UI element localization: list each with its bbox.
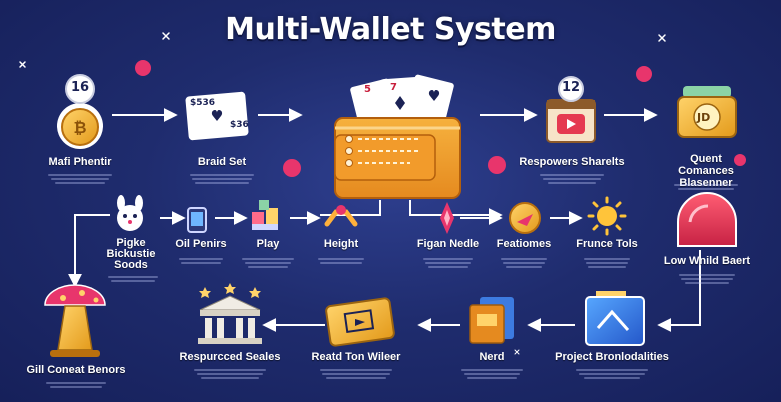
caption-lines	[674, 182, 738, 192]
node-respurcced-seales: Respurcced Seales	[179, 351, 281, 363]
flow-connectors	[68, 108, 701, 332]
blue-card-stack-icon	[469, 297, 514, 344]
coin-icon: ₿	[57, 74, 103, 149]
node-respowers-sharelts: Respowers Sharelts	[519, 156, 625, 168]
card-amount-top: $536	[190, 98, 216, 108]
video-calendar-icon	[546, 76, 596, 143]
project-folder-icon	[585, 291, 645, 346]
jar-label: JD	[697, 111, 711, 124]
caption-lines	[194, 367, 266, 381]
hand-card-rank-2: 7	[390, 82, 397, 93]
caption-lines	[540, 172, 604, 186]
node-mafi-phentir: Mafi Phentir	[48, 156, 112, 168]
caption-lines	[576, 367, 648, 381]
bunny-icon	[117, 195, 143, 231]
node-gill-coneat-benors: Gill Coneat Benors	[26, 364, 126, 376]
playing-card-icon	[185, 91, 249, 141]
game-pieces-icon	[252, 200, 278, 230]
node-figan-nedle: Figan Nedle	[416, 238, 480, 250]
orb-decorations	[135, 60, 746, 177]
caption-lines	[48, 172, 112, 186]
caption-lines	[108, 274, 158, 284]
hand-card-rank-1: 5	[364, 84, 371, 95]
node-pigke-bickustie: Pigke Bickustie Soods	[106, 237, 156, 271]
phone-icon	[187, 207, 207, 233]
node-quent-comances: Quent Comances Blasenner	[678, 153, 734, 189]
caption-lines	[190, 172, 254, 186]
mushroom-lamp-icon	[44, 284, 106, 357]
page-title: Multi-Wallet System	[225, 12, 556, 47]
card-amount-bottom: $36	[230, 120, 249, 130]
node-frunce-tols: Frunce Tols	[576, 238, 638, 250]
svg-text:₿: ₿	[73, 118, 86, 137]
node-oil-penirs: Oil Penirs	[175, 238, 227, 250]
museum-icon	[198, 283, 262, 344]
red-dome-icon	[677, 192, 737, 247]
caption-lines	[461, 367, 523, 381]
node-project-bronlodalities: Project Bronlodalities	[555, 351, 669, 363]
joystick-icon	[324, 205, 358, 227]
node-play: Play	[256, 238, 280, 250]
caption-lines	[242, 256, 294, 270]
caption-lines	[318, 256, 364, 266]
node-braid-set: Braid Set	[197, 156, 247, 168]
jar-icon	[677, 86, 737, 138]
node-low-wnild-baert: Low Wnild Baert	[663, 255, 751, 267]
caption-lines	[46, 380, 106, 390]
node-nerd: Nerd	[479, 351, 505, 363]
sparkle-decorations	[19, 32, 666, 355]
caption-lines	[584, 256, 630, 270]
needle-icon	[440, 202, 454, 234]
node-reatd-ton-wileer: Reatd Ton Wileer	[311, 351, 401, 363]
badge-number-16: 16	[70, 80, 90, 95]
caption-lines	[320, 367, 392, 381]
ticket-icon	[325, 297, 395, 347]
node-height: Height	[323, 238, 359, 250]
caption-lines	[679, 272, 735, 286]
caption-lines	[423, 256, 473, 270]
caption-lines	[179, 256, 223, 266]
sun-icon	[587, 196, 627, 236]
badge-number-12: 12	[561, 80, 581, 95]
wallet-icon	[334, 74, 461, 199]
pizza-coin-icon	[509, 202, 541, 234]
caption-lines	[501, 256, 547, 270]
node-featiomes: Featiomes	[496, 238, 552, 250]
